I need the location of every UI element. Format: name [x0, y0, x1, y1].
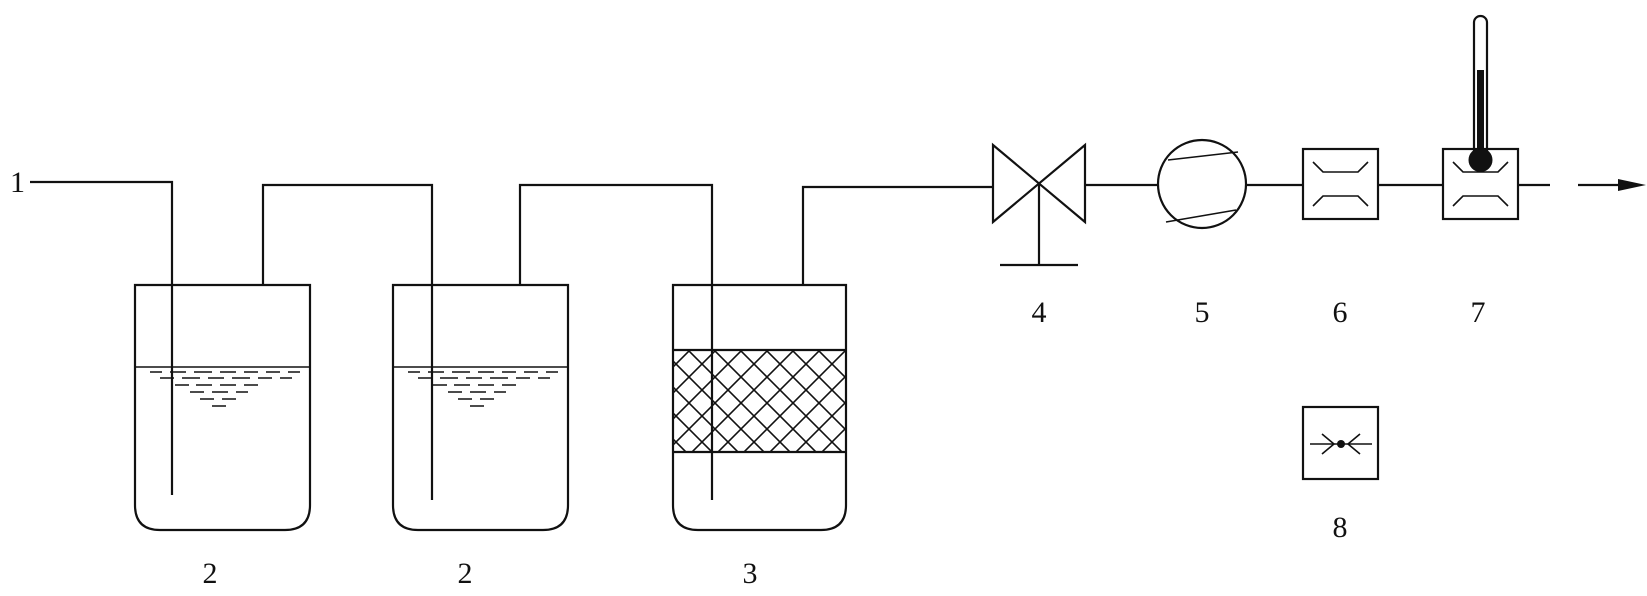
label-7: 7	[1471, 296, 1486, 329]
liquid-waves-2	[408, 371, 558, 407]
label-4: 4	[1032, 296, 1047, 329]
flowmeter-icon	[1301, 147, 1380, 221]
absorption-bottle-2	[391, 283, 570, 532]
valve-icon	[991, 142, 1087, 267]
arrow-right-icon	[1518, 179, 1646, 191]
packing-material	[673, 350, 846, 452]
flowmeter-thermometer-unit	[1441, 14, 1520, 221]
label-3: 3	[743, 557, 758, 590]
gas-meter-icon	[1156, 138, 1248, 230]
label-8: 8	[1333, 511, 1348, 544]
liquid-waves-1	[150, 371, 300, 407]
device-icon	[1301, 405, 1380, 481]
packed-filter-bottle	[671, 283, 848, 532]
label-5: 5	[1195, 296, 1210, 329]
absorption-bottle-1	[133, 283, 312, 532]
connector-3-4	[801, 185, 993, 285]
label-1: 1	[10, 166, 25, 199]
inlet-tube	[30, 180, 174, 495]
connector-2-3	[518, 183, 714, 500]
connector-1-2	[261, 183, 434, 500]
label-2b: 2	[458, 557, 473, 590]
thermometer-icon	[1468, 14, 1493, 172]
label-2a: 2	[203, 557, 218, 590]
label-6: 6	[1333, 296, 1348, 329]
